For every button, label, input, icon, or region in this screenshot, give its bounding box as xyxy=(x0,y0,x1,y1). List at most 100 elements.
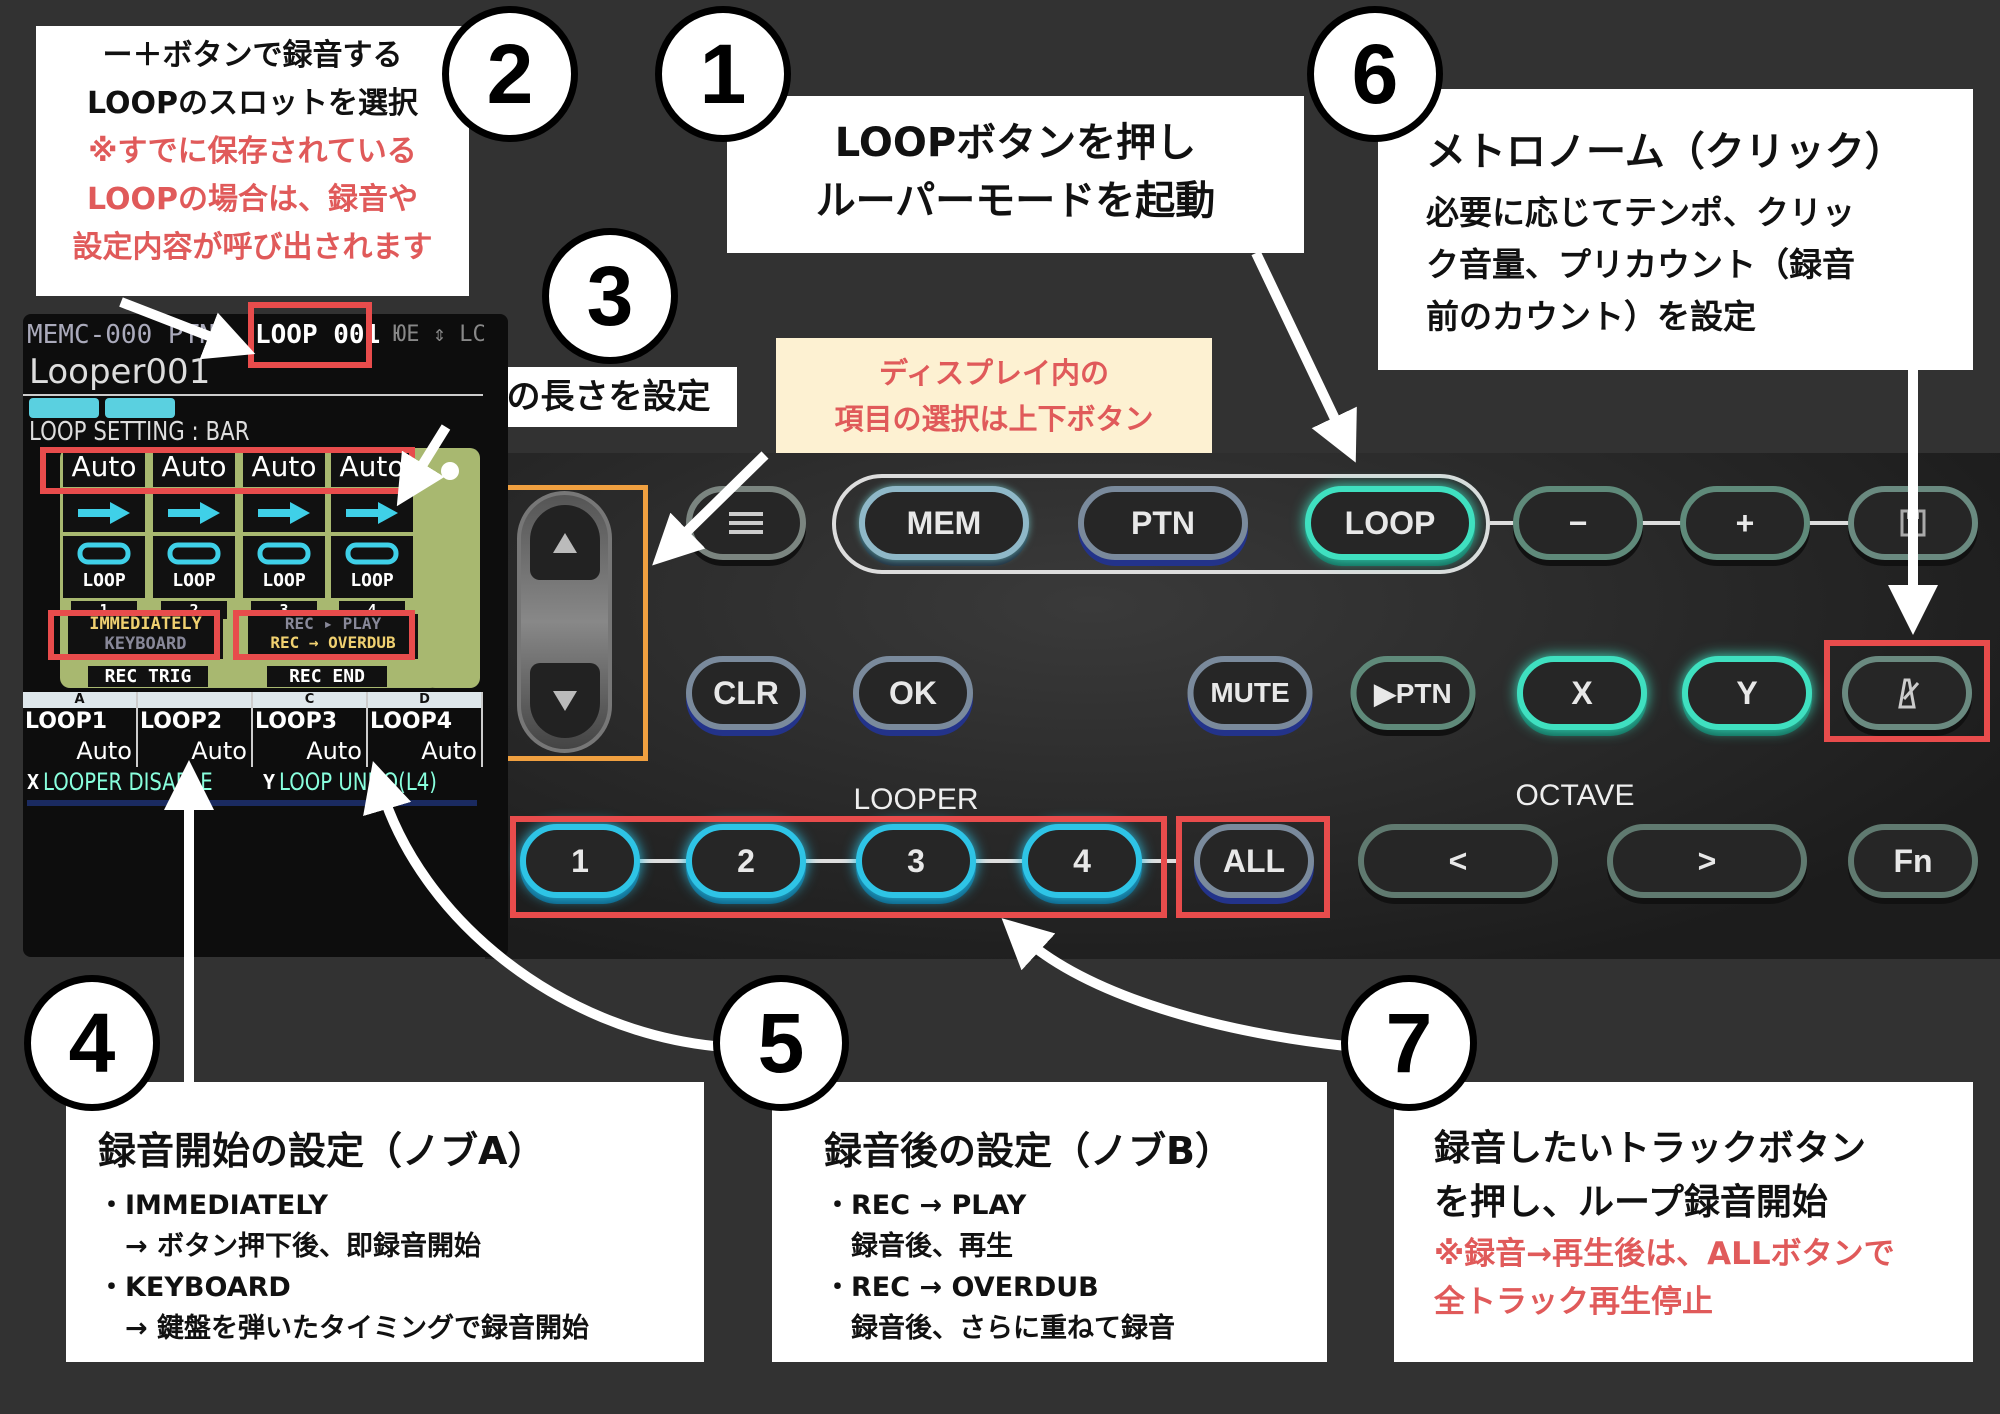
level-bars xyxy=(27,800,477,806)
track-arrow-cell xyxy=(63,494,145,532)
callout-5-title: 録音後の設定（ノブB） xyxy=(824,1129,1233,1173)
loop-icon xyxy=(257,542,311,565)
rec-trig-option-keyboard: KEYBOARD xyxy=(104,634,187,654)
up-button[interactable] xyxy=(530,505,600,580)
mem-button[interactable]: MEM xyxy=(859,486,1029,560)
track-loop-label: LOOP xyxy=(172,570,216,591)
track-3-button[interactable]: 3 xyxy=(856,824,976,898)
header-loop-slot: LOOP 001 xyxy=(255,320,381,350)
plus-button[interactable]: + xyxy=(1680,486,1810,560)
callout-1-line: LOOPボタンを押し xyxy=(834,120,1197,166)
y-button[interactable]: Y xyxy=(1682,656,1812,730)
octave-up-button[interactable]: > xyxy=(1607,824,1807,898)
step-6-badge: 6 xyxy=(1307,6,1443,142)
callout-5-item: 録音後、再生 xyxy=(824,1231,1013,1262)
looper-label: LOOPER xyxy=(853,783,979,816)
callout-6-line: 必要に応じてテンポ、クリッ xyxy=(1426,193,1855,232)
step-7-badge: 7 xyxy=(1341,975,1477,1111)
callout-5-item: ・REC → OVERDUB xyxy=(824,1272,1099,1303)
track-4-button[interactable]: 4 xyxy=(1022,824,1142,898)
callout-2-note: 設定内容が呼び出されます xyxy=(72,230,433,265)
loop-length-3[interactable]: Auto xyxy=(243,447,325,487)
arrow-right-icon xyxy=(168,502,220,524)
arrow-right-icon xyxy=(78,502,130,524)
ptn-button[interactable]: PTN xyxy=(1078,486,1248,560)
callout-6-line: ク音量、プリカウント（録音 xyxy=(1426,245,1855,284)
callout-2-line: LOOPのスロットを選択 xyxy=(86,86,419,121)
mute-button[interactable]: MUTE xyxy=(1187,656,1313,730)
callout-6-line: 前のカウント）を設定 xyxy=(1426,297,1756,336)
callout-2-line: ー＋ボタンで録音する xyxy=(102,38,403,73)
rec-trig-option-immediately: IMMEDIATELY xyxy=(89,614,202,634)
step-5-badge: 5 xyxy=(713,975,849,1111)
triangle-up-icon xyxy=(553,532,577,553)
menu-group-outline xyxy=(832,474,1490,574)
metronome-button[interactable] xyxy=(1842,656,1972,730)
track-loop-cell: LOOP xyxy=(153,536,235,598)
loop-button[interactable]: LOOP xyxy=(1305,486,1475,560)
knob-value: Auto xyxy=(421,737,477,765)
rec-end-selector[interactable]: REC ▸ PLAY REC → OVERDUB xyxy=(248,614,418,659)
callout-7-line: 録音したいトラックボタン xyxy=(1434,1128,1867,1169)
divider xyxy=(23,394,483,396)
callout-4-item: ・KEYBOARD xyxy=(98,1272,291,1303)
knob-key: A xyxy=(74,692,85,707)
callout-7-note: ※録音→再生後は、ALLボタンで xyxy=(1434,1236,1895,1272)
x-button[interactable]: X xyxy=(1517,656,1647,730)
menu-icon xyxy=(729,512,763,534)
knob-value: Auto xyxy=(76,737,132,765)
callout-2-note: LOOPの場合は、録音や xyxy=(86,182,419,217)
arrow-to-loop-slot xyxy=(119,297,256,360)
arrow-to-loop-length xyxy=(396,424,451,507)
loop-length-4[interactable]: Auto xyxy=(331,447,413,487)
octave-down-button[interactable]: < xyxy=(1358,824,1558,898)
ok-button[interactable]: OK xyxy=(853,656,973,730)
rec-end-highlight xyxy=(233,610,415,660)
rec-end-label: REC END xyxy=(267,666,387,687)
arrow-right-icon xyxy=(258,502,310,524)
rec-trig-selector[interactable]: IMMEDIATELY KEYBOARD xyxy=(68,614,223,659)
knob-name: LOOP2 xyxy=(140,709,223,734)
callout-4-item: → ボタン押下後、即録音開始 xyxy=(98,1231,482,1262)
knob-cell[interactable]: D LOOP4 Auto xyxy=(368,692,483,767)
down-button[interactable] xyxy=(530,663,600,738)
x-key: X xyxy=(27,770,40,794)
all-button[interactable]: ALL xyxy=(1194,824,1314,898)
display-note-line: ディスプレイ内の xyxy=(879,356,1109,390)
play-pattern-button[interactable]: ▶PTN xyxy=(1350,656,1476,730)
minus-button[interactable]: − xyxy=(1513,486,1643,560)
scroll-dot xyxy=(441,462,459,480)
fn-button[interactable]: Fn xyxy=(1848,824,1978,898)
all-button-highlight xyxy=(1176,816,1330,918)
header-status: ЮЕ ⇕ LC xyxy=(393,322,486,347)
callout-2-box: ー＋ボタンで録音する LOOPのスロットを選択 ※すでに保存されている LOOP… xyxy=(36,26,469,296)
knob-value: Auto xyxy=(306,737,362,765)
knob-cell[interactable]: LOOP2 Auto xyxy=(138,692,253,767)
track-loop-label: LOOP xyxy=(82,570,126,591)
track-2-button[interactable]: 2 xyxy=(686,824,806,898)
step-2-badge: 2 xyxy=(442,6,578,142)
arrow-to-rec-end xyxy=(363,761,715,1051)
callout-4-item: → 鍵盤を弾いたタイミングで録音開始 xyxy=(98,1313,590,1344)
track-loop-cell: LOOP xyxy=(63,536,145,598)
track-loop-cell: LOOP xyxy=(243,536,325,598)
triangle-down-icon xyxy=(553,690,577,711)
callout-6-title: メトロノーム（クリック） xyxy=(1426,129,1905,175)
callout-7-box: 録音したいトラックボタン を押し、ループ録音開始 ※録音→再生後は、ALLボタン… xyxy=(1394,1082,1973,1362)
knob-key: D xyxy=(419,692,430,707)
step-3-badge: 3 xyxy=(542,228,678,364)
knob-name: LOOP1 xyxy=(25,709,108,734)
loop-icon xyxy=(167,542,221,565)
track-1-button[interactable]: 1 xyxy=(520,824,640,898)
knob-cell[interactable]: C LOOP3 Auto xyxy=(253,692,368,767)
metronome-icon xyxy=(1898,678,1920,709)
rec-trig-label: REC TRIG xyxy=(88,666,208,687)
loop-length-2[interactable]: Auto xyxy=(153,447,235,487)
clr-button[interactable]: CLR xyxy=(686,656,806,730)
arrow-right-icon xyxy=(346,502,398,524)
knob-cell[interactable]: A LOOP1 Auto xyxy=(23,692,138,767)
loop-length-1[interactable]: Auto xyxy=(63,447,145,487)
y-key: Y xyxy=(263,770,276,794)
callout-7-line: を押し、ループ録音開始 xyxy=(1434,1182,1828,1223)
